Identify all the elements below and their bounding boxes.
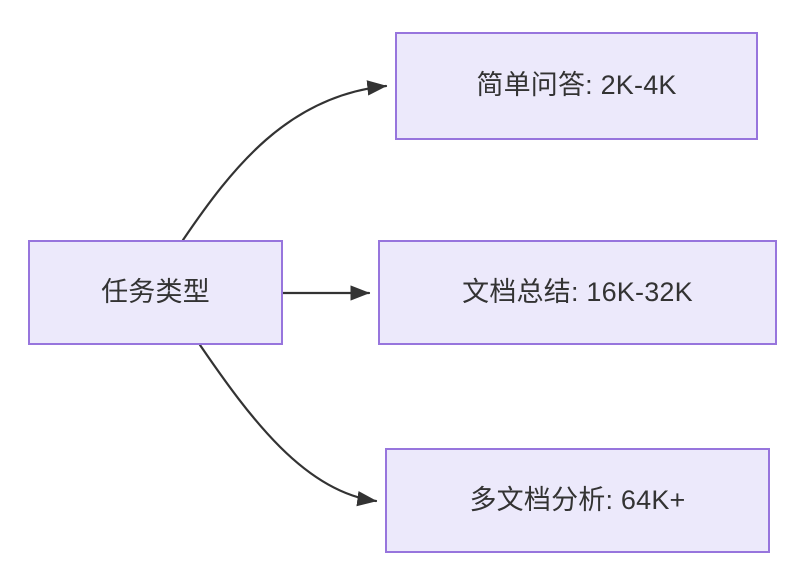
node-task-type[interactable]: 任务类型: [28, 240, 283, 345]
node-document-summary-label: 文档总结: 16K-32K: [462, 276, 693, 307]
node-document-summary[interactable]: 文档总结: 16K-32K: [378, 240, 777, 345]
node-simple-qa-label: 简单问答: 2K-4K: [476, 70, 677, 101]
edge-to-simple: [181, 80, 388, 242]
node-task-type-label: 任务类型: [101, 276, 210, 307]
node-multi-document-analysis-label: 多文档分析: 64K+: [469, 484, 686, 515]
node-simple-qa[interactable]: 简单问答: 2K-4K: [395, 32, 758, 140]
node-multi-document-analysis[interactable]: 多文档分析: 64K+: [385, 448, 770, 553]
edge-to-multi: [198, 343, 378, 507]
